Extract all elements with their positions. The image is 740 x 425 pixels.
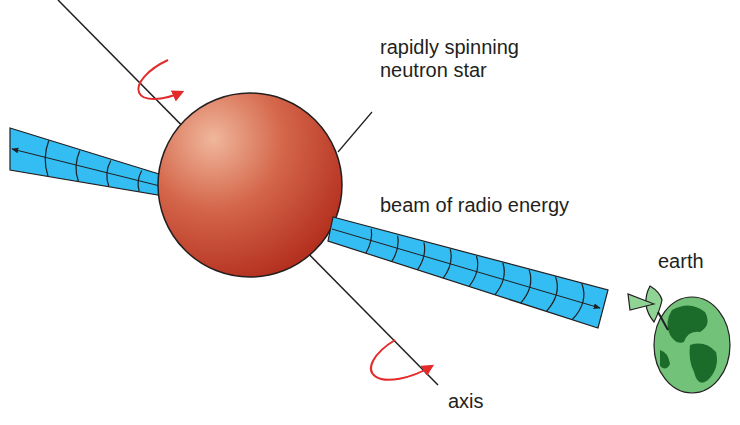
radio-dish: [628, 286, 668, 330]
earth-globe: [654, 297, 730, 393]
rotation-arrow: [138, 60, 182, 99]
leader-line: [338, 112, 372, 152]
beam-label: beam of radio energy: [380, 194, 569, 217]
earth-label: earth: [658, 250, 704, 273]
axis-label: axis: [448, 390, 484, 413]
left-radio-beam: [10, 128, 172, 197]
neutron-star: [158, 93, 342, 277]
star-label: rapidly spinning neutron star: [380, 36, 555, 82]
rotation-arrow: [371, 340, 432, 380]
right-radio-beam: [328, 217, 608, 328]
